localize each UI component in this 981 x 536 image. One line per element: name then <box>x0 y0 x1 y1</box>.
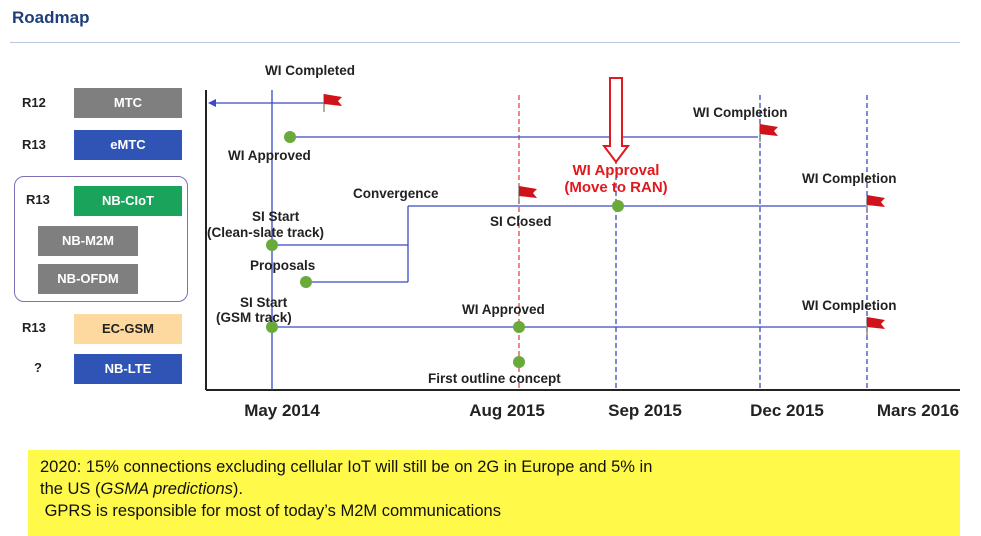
label-si-start-clean: SI Start <box>252 209 300 224</box>
page-title: Roadmap <box>12 8 90 27</box>
date-label-sep-2015: Sep 2015 <box>608 401 682 420</box>
tech-box-emtc: eMTC <box>74 130 182 160</box>
label-move-to-ran: (Move to RAN) <box>564 179 667 196</box>
label-proposals: Proposals <box>250 258 315 273</box>
milestone-dot <box>513 356 525 368</box>
tech-box-mtc: MTC <box>74 88 182 118</box>
wi-approval-arrow-icon <box>602 77 630 164</box>
tech-box-nb-lte: NB-LTE <box>74 354 182 384</box>
flag-icon <box>759 124 778 142</box>
date-label-may-2014: May 2014 <box>244 401 320 420</box>
tech-box-nb-m2m: NB-M2M <box>38 226 138 256</box>
milestone-dot <box>513 321 525 333</box>
date-label-mars-2016: Mars 2016 <box>877 401 959 420</box>
label-wi-approval: WI Approval <box>573 162 660 179</box>
note-box: 2020: 15% connections excluding cellular… <box>28 450 960 536</box>
mtc-arrowhead <box>208 99 216 107</box>
release-label-mtc: R12 <box>22 95 46 110</box>
release-label-nb-lte: ? <box>34 360 42 375</box>
flag-icon <box>866 317 885 335</box>
release-label-emtc: R13 <box>22 137 46 152</box>
label-first-outline-concept: First outline concept <box>428 371 561 386</box>
note-line-3: GPRS is responsible for most of today’s … <box>40 502 501 520</box>
release-label-nb-ciot: R13 <box>26 192 50 207</box>
label-wi-approved-emtc: WI Approved <box>228 148 311 163</box>
milestone-dot <box>266 321 278 333</box>
milestone-dot <box>300 276 312 288</box>
label-clean-slate-track: (Clean-slate track) <box>207 225 324 240</box>
tech-box-ec-gsm: EC-GSM <box>74 314 182 344</box>
note-source-italic: GSMA predictions <box>100 480 233 498</box>
label-wi-completed: WI Completed <box>265 63 355 78</box>
label-gsm-track: (GSM track) <box>216 310 292 325</box>
label-si-start-gsm: SI Start <box>240 295 288 310</box>
note-line-2-start: the US ( <box>40 480 101 498</box>
date-label-aug-2015: Aug 2015 <box>469 401 545 420</box>
tech-box-nb-ciot: NB-CIoT <box>74 186 182 216</box>
milestone-dot <box>612 200 624 212</box>
date-label-dec-2015: Dec 2015 <box>750 401 824 420</box>
tech-box-nb-ofdm: NB-OFDM <box>38 264 138 294</box>
note-line-1: 2020: 15% connections excluding cellular… <box>40 458 653 476</box>
release-label-ec-gsm: R13 <box>22 320 46 335</box>
label-wi-completion-gsm: WI Completion <box>802 298 897 313</box>
flag-icon <box>866 195 885 213</box>
title-divider <box>10 42 960 43</box>
milestone-dot <box>266 239 278 251</box>
label-si-closed: SI Closed <box>490 214 552 229</box>
label-wi-approved-gsm: WI Approved <box>462 302 545 317</box>
label-convergence: Convergence <box>353 186 439 201</box>
note-line-2: the US (GSMA predictions). <box>40 478 948 500</box>
flag-icon <box>323 94 342 112</box>
note-line-2-end: ). <box>232 480 243 498</box>
roadmap-timeline: WI Completed WI Approved WI Completion C… <box>205 63 960 420</box>
nb-iot-candidates-group <box>14 176 188 302</box>
label-wi-completion-nb: WI Completion <box>802 171 897 186</box>
label-wi-completion-emtc: WI Completion <box>693 105 788 120</box>
milestone-dot <box>284 131 296 143</box>
flag-icon <box>518 186 537 204</box>
